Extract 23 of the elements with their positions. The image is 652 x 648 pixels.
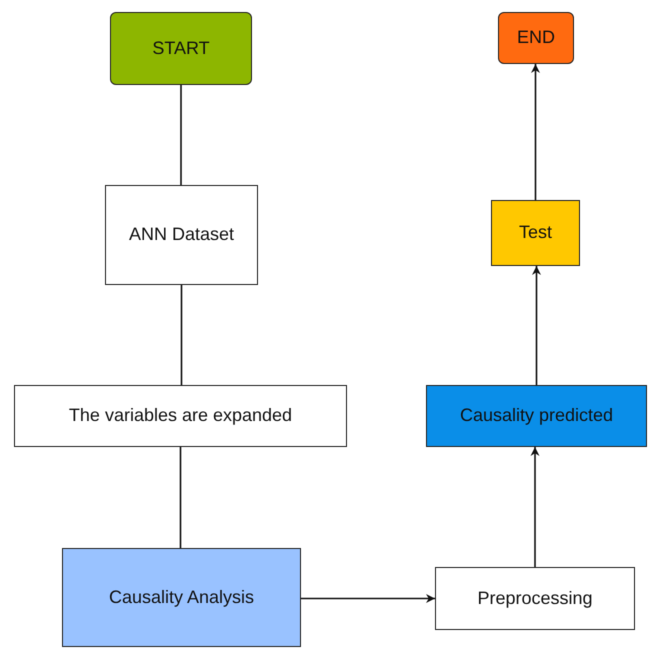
node-label: START [152, 38, 210, 60]
node-label: Causality Analysis [108, 586, 254, 608]
arrow [530, 447, 540, 567]
connector-line [180, 285, 182, 385]
terminal-box [110, 12, 252, 85]
arrow [301, 594, 435, 603]
arrow [531, 64, 540, 200]
terminal-box [498, 12, 574, 64]
process-box [62, 548, 301, 647]
node-label: Test [518, 222, 552, 244]
node-label: Causality predicted [460, 405, 614, 427]
connector-line [180, 447, 182, 548]
process-box [426, 385, 647, 447]
node-label: END [516, 27, 555, 49]
process-box [435, 567, 635, 630]
process-box [105, 185, 258, 285]
process-box [14, 385, 347, 447]
arrow [532, 266, 541, 385]
node-label: ANN Dataset [128, 224, 234, 246]
node-label: Preprocessing [477, 588, 593, 610]
process-box [491, 200, 580, 266]
connector-line [180, 85, 182, 185]
node-label: The variables are expanded [68, 405, 292, 427]
